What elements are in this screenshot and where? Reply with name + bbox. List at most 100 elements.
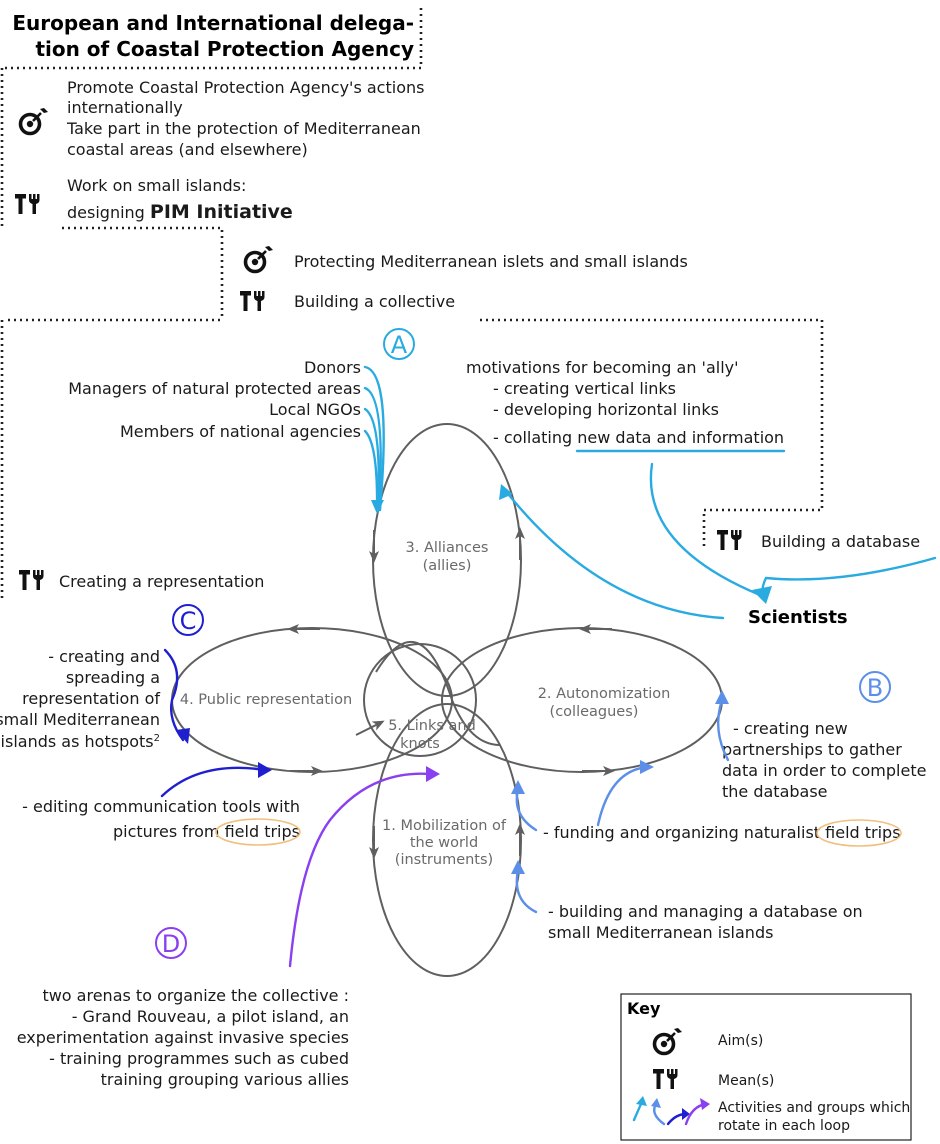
autonomization-label-line1: 2. Autonomization bbox=[538, 686, 671, 702]
group-c-arrowhead-2 bbox=[258, 762, 272, 778]
pim-aim: Protecting Mediterranean islets and smal… bbox=[294, 252, 688, 271]
tools-icon bbox=[19, 570, 44, 590]
group-a-arrow-4 bbox=[363, 429, 379, 512]
group-b-arrow-1 bbox=[716, 698, 730, 762]
badge-c: C bbox=[180, 607, 197, 635]
group-c-arrowhead-1 bbox=[176, 728, 190, 744]
group-c-arrow-2 bbox=[160, 766, 267, 798]
group-d-line3: experimentation against invasive species bbox=[17, 1028, 349, 1047]
scientists-to-alliances-arrow bbox=[503, 488, 725, 620]
building-line2: small Mediterranean islands bbox=[548, 923, 773, 942]
scientists-to-alliances-arrowhead bbox=[499, 484, 513, 500]
links-label-line1: 5. Links and bbox=[388, 718, 476, 734]
tools-icon bbox=[15, 194, 40, 214]
links-arrow bbox=[355, 720, 385, 736]
key-arrow-c-head bbox=[682, 1108, 690, 1120]
group-b-line4: the database bbox=[722, 782, 828, 801]
group-b-arrowhead-1 bbox=[715, 690, 729, 704]
motivation-vertical: - creating vertical links bbox=[493, 379, 676, 398]
target-icon bbox=[243, 244, 275, 274]
group-b-arrowhead-4 bbox=[511, 860, 525, 874]
group-a-arrow-3 bbox=[363, 407, 380, 512]
group-d-line1: two arenas to organize the collective : bbox=[42, 986, 349, 1005]
building-line1: - building and managing a database on bbox=[548, 902, 863, 921]
group-c-line2: spreading a bbox=[66, 668, 160, 687]
badge-b: B bbox=[867, 674, 883, 702]
mobilization-label-line1: 1. Mobilization of bbox=[382, 818, 507, 834]
actor-local-ngos: Local NGOs bbox=[269, 400, 361, 419]
group-a-arrow-1 bbox=[363, 365, 385, 512]
delegation-mean-line2: designing PIM Initiative bbox=[67, 201, 293, 223]
badge-d-ring bbox=[155, 927, 187, 959]
group-a-arrow-2 bbox=[363, 386, 382, 512]
field-trips-highlight-b bbox=[816, 819, 902, 847]
group-b-arrowhead-2 bbox=[640, 760, 654, 774]
delegation-aim-3: Take part in the protection of Mediterra… bbox=[66, 119, 421, 138]
group-b-line3: data in order to complete bbox=[722, 761, 926, 780]
badge-d: D bbox=[162, 930, 180, 958]
group-b-arrow-2 bbox=[596, 765, 650, 827]
scientists-arrowhead bbox=[752, 586, 772, 604]
group-c-line1: - creating and bbox=[48, 647, 160, 666]
mobilization-label-line3: (instruments) bbox=[395, 852, 493, 868]
public-representation-label: 4. Public representation bbox=[180, 692, 352, 708]
group-d-line4: - training programmes such as cubed bbox=[49, 1049, 349, 1068]
group-d-line2: - Grand Rouveau, a pilot island, an bbox=[72, 1007, 349, 1026]
group-b-arrowhead-3 bbox=[511, 780, 525, 794]
group-c-line3: representation of bbox=[22, 689, 160, 708]
key-title: Key bbox=[627, 999, 661, 1018]
pim-mean: Building a collective bbox=[294, 292, 455, 311]
group-d-arrow bbox=[288, 772, 432, 968]
motivation-collating: - collating new data and information bbox=[493, 428, 784, 447]
tools-icon bbox=[240, 291, 265, 311]
scientists-label: Scientists bbox=[748, 607, 848, 628]
delegation-mean-line1: Work on small islands: bbox=[67, 176, 246, 195]
badge-c-ring bbox=[172, 604, 204, 636]
funding-text: - funding and organizing naturalist fiel… bbox=[543, 823, 901, 842]
tools-icon bbox=[717, 530, 742, 550]
badge-a: A bbox=[391, 331, 408, 359]
scientists-mean: Building a database bbox=[761, 532, 920, 551]
group-c-line5: islands as hotspots2 bbox=[1, 732, 160, 751]
delegation-aim-4: coastal areas (and elsewhere) bbox=[67, 140, 308, 159]
actor-managers: Managers of natural protected areas bbox=[68, 379, 361, 398]
group-b-line2: partnerships to gather bbox=[722, 740, 902, 759]
group-d-arrowhead bbox=[426, 766, 440, 782]
knot-curve bbox=[375, 641, 501, 746]
alliances-label-line2: (allies) bbox=[423, 558, 472, 574]
motivation-horizontal: - developing horizontal links bbox=[493, 400, 719, 419]
delegation-boundary bbox=[2, 8, 423, 70]
collective-boundary bbox=[8, 318, 824, 548]
group-b-arrow-3 bbox=[515, 788, 538, 832]
target-icon bbox=[18, 106, 50, 136]
key-aim-label: Aim(s) bbox=[718, 1033, 763, 1049]
group-a-arrowhead bbox=[371, 500, 384, 514]
actor-national-agencies: Members of national agencies bbox=[120, 422, 361, 441]
representation-mean: Creating a representation bbox=[59, 572, 264, 591]
delegation-aim-2: internationally bbox=[67, 98, 183, 117]
delegation-step-boundary bbox=[0, 68, 224, 320]
group-d-line5: training grouping various allies bbox=[101, 1070, 349, 1089]
alliances-label-line1: 3. Alliances bbox=[406, 540, 489, 556]
delegation-aim-1: Promote Coastal Protection Agency's acti… bbox=[67, 78, 424, 97]
editing-line1: - editing communication tools with bbox=[22, 797, 300, 816]
database-to-scientists-arrow bbox=[761, 556, 937, 602]
editing-line2: pictures from field trips bbox=[113, 822, 300, 841]
delegation-title-line1: European and International delega- bbox=[12, 11, 414, 35]
key-activities-line1: Activities and groups which bbox=[718, 1100, 910, 1116]
key-activities-line2: rotate in each loop bbox=[718, 1118, 850, 1134]
delegation-title-line2: tion of Coastal Protection Agency bbox=[35, 37, 414, 61]
key-arrow-d-head bbox=[700, 1098, 710, 1110]
mobilization-label-line2: the world bbox=[410, 835, 478, 851]
key-box bbox=[620, 993, 912, 1141]
group-c-arrow-1 bbox=[163, 648, 185, 742]
motivations-title: motivations for becoming an 'ally' bbox=[466, 358, 739, 377]
key-mean-label: Mean(s) bbox=[718, 1073, 774, 1089]
group-b-line1: - creating new bbox=[733, 719, 848, 738]
autonomization-label-line2: (colleagues) bbox=[550, 704, 639, 720]
badge-a-ring bbox=[383, 328, 415, 360]
badge-b-ring bbox=[859, 671, 891, 703]
key-arrow-a-head bbox=[636, 1096, 647, 1106]
actor-donors: Donors bbox=[304, 358, 361, 377]
